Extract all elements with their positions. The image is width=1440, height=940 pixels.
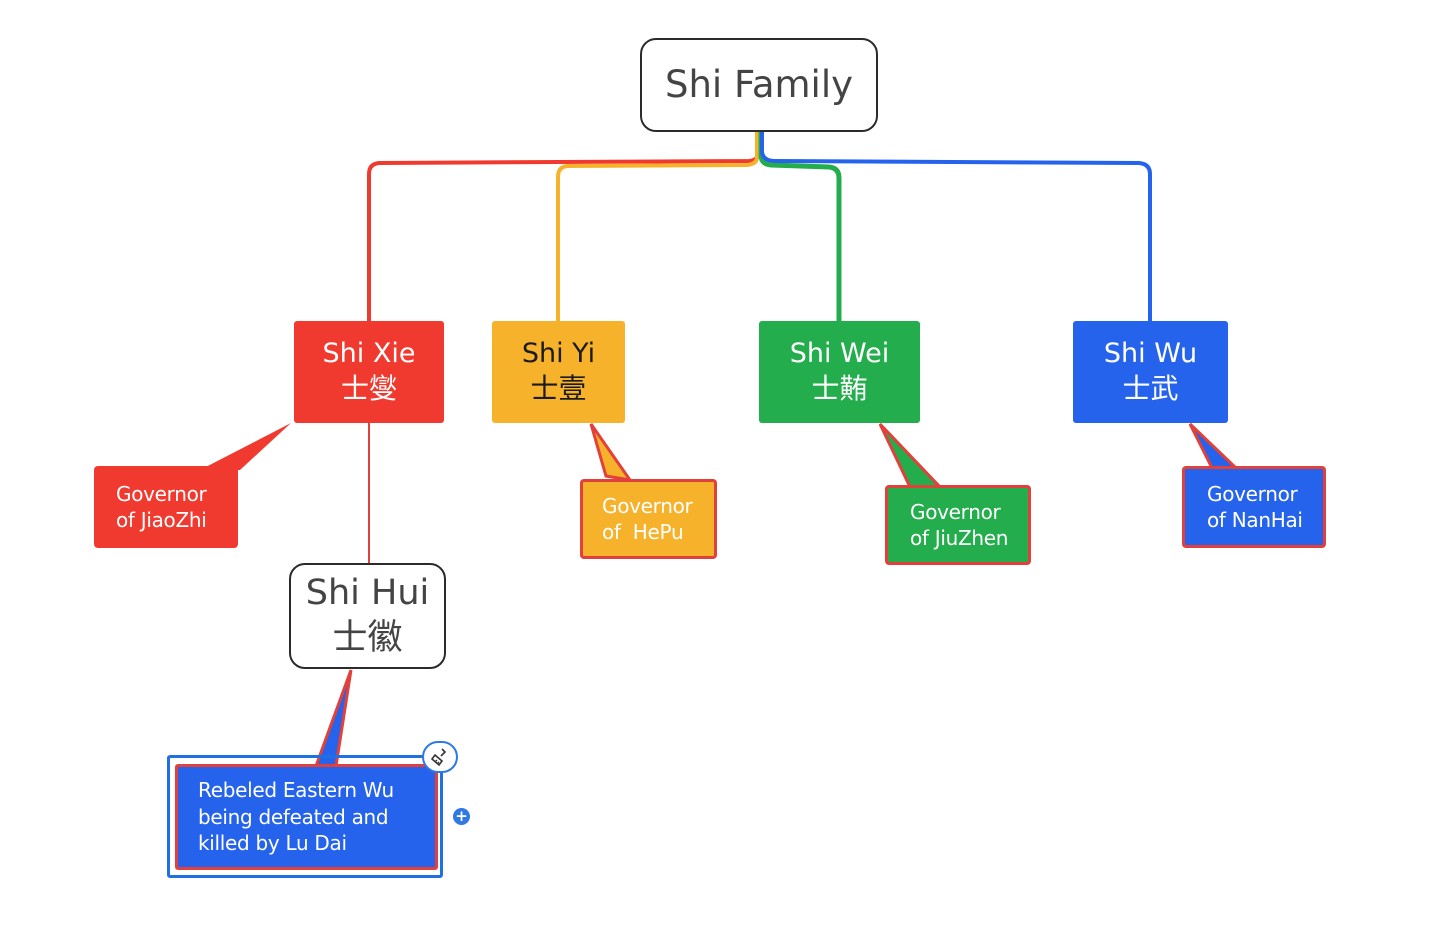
root-label: Shi Family xyxy=(664,63,854,107)
callout-tail-rebel xyxy=(313,669,353,768)
callout-governor-jiaozhi[interactable]: Governor of JiaoZhi xyxy=(94,466,238,548)
node-shi-hui[interactable]: Shi Hui 士徽 xyxy=(289,563,446,669)
format-brush-button[interactable] xyxy=(422,741,458,773)
callout-line: of NanHai xyxy=(1207,508,1303,532)
node-name: Shi Hui xyxy=(305,572,430,613)
node-chinese-name: 士壹 xyxy=(530,372,587,406)
callout-line: of JiuZhen xyxy=(910,526,1009,550)
node-chinese-name: 士䵋 xyxy=(811,372,868,406)
callout-line: Governor xyxy=(1207,481,1298,506)
callout-tail-jiaozhi xyxy=(200,423,291,470)
node-shi-xie[interactable]: Shi Xie 士燮 xyxy=(294,321,444,423)
node-shi-wu[interactable]: Shi Wu 士武 xyxy=(1073,321,1228,423)
node-chinese-name: 士武 xyxy=(1122,372,1179,406)
callout-tail-nanhai xyxy=(1188,422,1240,470)
node-shi-wei[interactable]: Shi Wei 士䵋 xyxy=(759,321,920,423)
callout-governor-jiuzhen[interactable]: Governor of JiuZhen xyxy=(885,485,1031,565)
connector-shi-yi xyxy=(556,132,759,321)
callout-line: Governor xyxy=(910,499,1001,524)
node-name: Shi Xie xyxy=(322,337,416,369)
callout-governor-nanhai[interactable]: Governor of NanHai xyxy=(1182,466,1326,548)
node-chinese-name: 士燮 xyxy=(340,372,397,406)
node-name: Shi Yi xyxy=(521,337,596,369)
node-name: Shi Wu xyxy=(1103,337,1198,369)
node-shi-yi[interactable]: Shi Yi 士壹 xyxy=(492,321,625,423)
connector-shi-wu xyxy=(760,132,1152,321)
callout-rebellion[interactable]: Rebeled Eastern Wu being defeated and ki… xyxy=(175,764,438,870)
plus-icon: + xyxy=(455,807,468,825)
callout-line: of JiaoZhi xyxy=(116,508,207,532)
callout-line: Rebeled Eastern Wu xyxy=(198,778,394,803)
node-name: Shi Wei xyxy=(789,337,890,369)
node-chinese-name: 士徽 xyxy=(332,618,403,658)
callout-line: Governor xyxy=(602,493,693,518)
callout-line: Governor xyxy=(116,481,207,506)
selection-frame xyxy=(167,755,443,878)
root-node[interactable]: Shi Family xyxy=(640,38,878,132)
connector-shi-wei xyxy=(758,132,842,321)
callout-line: being defeated and xyxy=(198,804,389,829)
callout-tail-hepu xyxy=(589,423,634,483)
broom-icon xyxy=(430,748,447,767)
callout-line: of HePu xyxy=(602,520,684,544)
add-node-button[interactable]: + xyxy=(453,808,470,825)
callout-governor-hepu[interactable]: Governor of HePu xyxy=(580,479,717,559)
callout-line: killed by Lu Dai xyxy=(198,831,347,856)
connector-shi-xie xyxy=(367,132,761,321)
callout-tail-jiuzhen xyxy=(878,422,944,489)
